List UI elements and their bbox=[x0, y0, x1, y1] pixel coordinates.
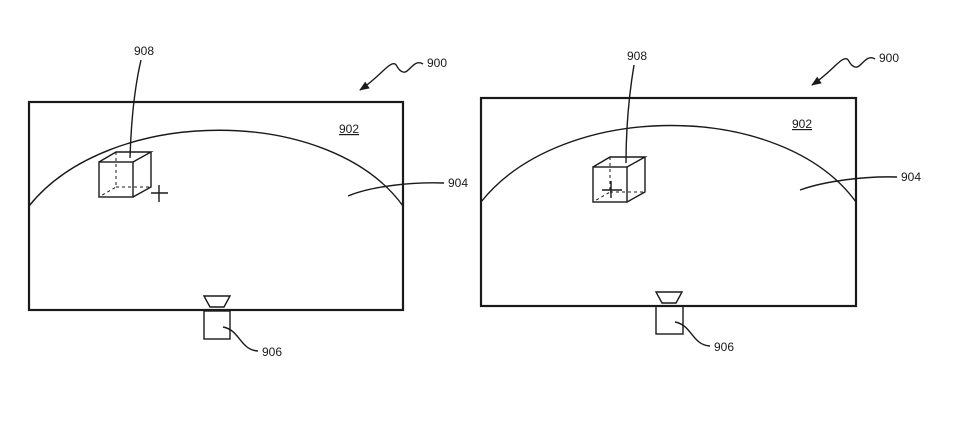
field-arc-left bbox=[29, 130, 403, 206]
leader-cube-right bbox=[626, 65, 634, 163]
leader-arc-right bbox=[800, 177, 897, 190]
crosshair-icon-left bbox=[151, 185, 168, 202]
label-cube-right: 908 bbox=[627, 49, 647, 63]
label-system-left: 900 bbox=[427, 56, 447, 70]
label-camera-left: 906 bbox=[262, 345, 282, 359]
label-arc-right: 904 bbox=[901, 170, 921, 184]
label-cube-left: 908 bbox=[134, 44, 154, 58]
cube-left bbox=[99, 152, 151, 197]
cube-right bbox=[593, 157, 645, 202]
label-arc-left: 904 bbox=[448, 176, 468, 190]
system-arrow-left bbox=[360, 63, 423, 90]
label-display-right: 902 bbox=[792, 117, 812, 131]
label-camera-right: 906 bbox=[714, 340, 734, 354]
crosshair-icon-right bbox=[602, 181, 622, 198]
camera-right bbox=[656, 292, 683, 334]
label-system-right: 900 bbox=[879, 51, 899, 65]
label-display-left: 902 bbox=[339, 122, 359, 136]
leader-arc-left bbox=[348, 183, 444, 196]
figure-left: 900 902 904 908 906 bbox=[29, 44, 468, 359]
camera-left bbox=[204, 296, 230, 339]
leader-cube-left bbox=[130, 60, 141, 158]
system-arrow-right bbox=[812, 58, 875, 85]
figure-right: 900 902 904 908 906 bbox=[481, 49, 921, 354]
field-arc-right bbox=[481, 126, 856, 203]
